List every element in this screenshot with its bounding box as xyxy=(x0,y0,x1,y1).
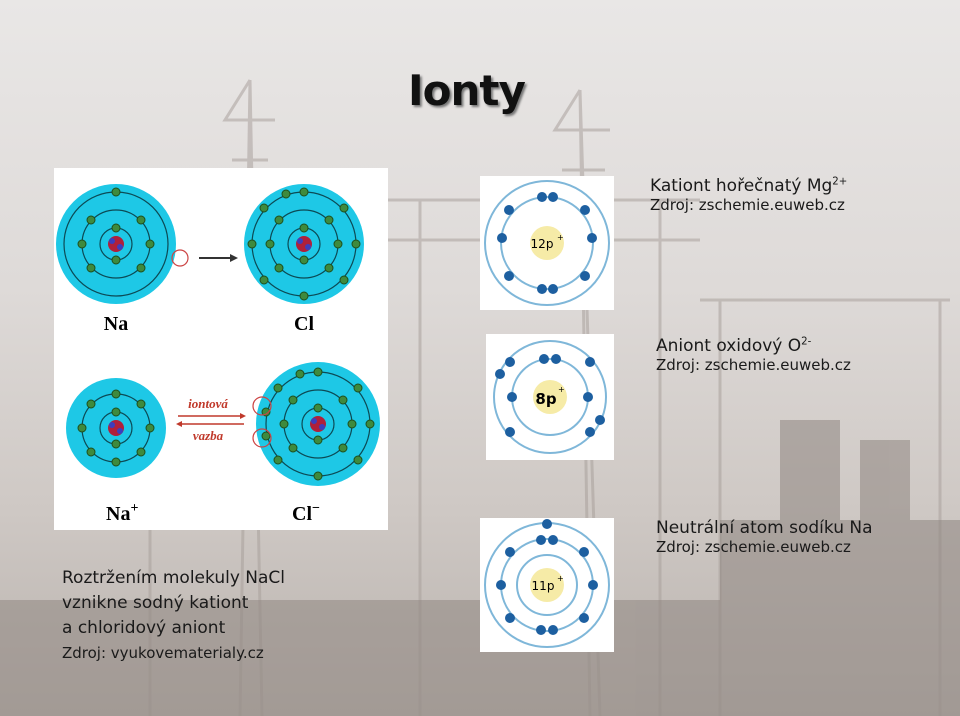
nacl-caption-source: Zdroj: vyukovematerialy.cz xyxy=(62,644,264,662)
svg-text:iontová: iontová xyxy=(188,396,228,411)
nacl-caption: Roztržením molekuly NaCl vznikne sodný k… xyxy=(62,566,285,666)
o-caption-charge: 2- xyxy=(801,336,812,348)
o-caption-title: Aniont oxidový O xyxy=(656,336,802,356)
slide-title: Ionty xyxy=(408,66,526,115)
na-label: Na xyxy=(104,313,128,335)
nacl-diagram: Na Cl xyxy=(54,168,388,530)
na-electrons xyxy=(496,519,598,635)
na-atom-diagram: 11p + xyxy=(480,518,614,652)
o-ion-diagram: 8p + xyxy=(486,334,614,460)
nacl-caption-line1: Roztržením molekuly NaCl xyxy=(62,568,286,588)
mg-nucleus-label: 12p xyxy=(531,237,554,251)
mg-caption-charge: 2+ xyxy=(832,176,848,188)
cl-label: Cl xyxy=(294,313,314,335)
o-nucleus-charge: + xyxy=(558,385,565,394)
cl-ion xyxy=(252,362,380,486)
na-nucleus-charge: + xyxy=(557,574,564,583)
na-nucleus-label: 11p xyxy=(532,579,555,593)
mg-caption-source: Zdroj: zschemie.euweb.cz xyxy=(650,196,845,214)
na-plus-label: Na+ xyxy=(106,501,138,525)
nacl-caption-line2: vznikne sodný kationt xyxy=(62,593,249,613)
mg-caption-title: Kationt hořečnatý Mg xyxy=(650,176,833,196)
svg-text:vazba: vazba xyxy=(193,428,224,443)
na-atom xyxy=(56,184,176,304)
na-caption-source: Zdroj: zschemie.euweb.cz xyxy=(656,538,851,556)
o-caption: Aniont oxidový O2- Zdroj: zschemie.euweb… xyxy=(656,336,851,374)
o-electrons xyxy=(495,354,605,437)
mg-nucleus-charge: + xyxy=(557,233,564,242)
mg-ion-diagram: 12p + xyxy=(480,176,614,310)
ionic-bond-label: iontová vazba xyxy=(176,396,246,443)
mg-caption: Kationt hořečnatý Mg2+ Zdroj: zschemie.e… xyxy=(650,176,847,214)
cl-atom xyxy=(244,184,364,304)
mg-electrons xyxy=(497,192,597,294)
na-ion xyxy=(66,378,166,478)
o-caption-source: Zdroj: zschemie.euweb.cz xyxy=(656,356,851,374)
cl-minus-label: Cl− xyxy=(292,501,320,525)
na-caption-title: Neutrální atom sodíku Na xyxy=(656,518,873,538)
nacl-atoms-graphic: Na Cl xyxy=(56,184,380,525)
na-caption: Neutrální atom sodíku Na Zdroj: zschemie… xyxy=(656,518,873,556)
nacl-caption-line3: a chloridový aniont xyxy=(62,618,226,638)
o-nucleus-label: 8p xyxy=(535,390,556,408)
